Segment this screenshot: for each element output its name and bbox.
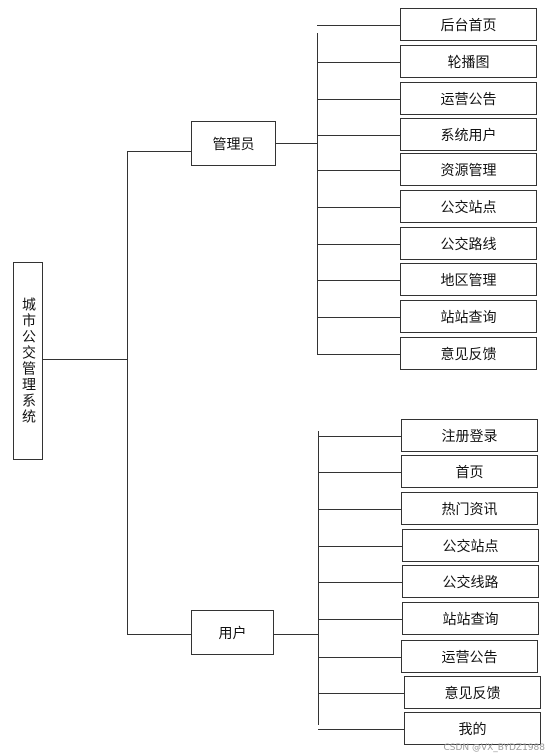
user-item-label: 运营公告	[441, 649, 498, 666]
admin-item-label: 运营公告	[440, 91, 497, 108]
user-branch-line	[127, 634, 191, 635]
admin-item: 公交站点	[400, 190, 537, 223]
admin-branch-line	[127, 151, 191, 152]
admin-child-connector	[317, 170, 400, 171]
admin-item-label: 系统用户	[440, 127, 497, 144]
admin-item: 系统用户	[400, 118, 537, 151]
admin-child-connector	[317, 280, 400, 281]
root-label: 城市公交管理系统	[20, 297, 36, 425]
user-item-label: 注册登录	[441, 428, 498, 445]
admin-item-label: 公交站点	[440, 199, 497, 216]
admin-item-label: 轮播图	[447, 54, 490, 71]
admin-child-connector	[317, 62, 400, 63]
admin-item: 资源管理	[400, 153, 537, 186]
watermark: CSDN @VX_BYDZ1988	[443, 743, 545, 753]
admin-children-vertical	[317, 33, 318, 354]
admin-item: 站站查询	[400, 300, 537, 333]
user-child-connector	[318, 619, 402, 620]
user-child-connector	[318, 472, 401, 473]
user-item-label: 公交线路	[442, 574, 499, 591]
admin-item-label: 站站查询	[440, 309, 497, 326]
admin-item: 后台首页	[400, 8, 537, 41]
user-child-connector	[318, 729, 404, 730]
user-child-connector	[318, 693, 404, 694]
trunk-vertical	[127, 151, 128, 635]
admin-item-label: 资源管理	[440, 162, 497, 179]
user-item: 意见反馈	[404, 676, 541, 709]
admin-item-label: 后台首页	[440, 17, 497, 34]
user-item-label: 公交站点	[442, 538, 499, 555]
user-item: 注册登录	[401, 419, 538, 452]
user-child-connector	[318, 546, 402, 547]
admin-item: 运营公告	[400, 82, 537, 115]
user-child-connector	[318, 582, 402, 583]
user-connector	[274, 634, 319, 635]
user-item-label: 热门资讯	[441, 501, 498, 518]
admin-item-label: 地区管理	[440, 272, 497, 289]
user-item-label: 首页	[455, 464, 484, 481]
user-item-label: 站站查询	[442, 611, 499, 628]
user-item: 站站查询	[402, 602, 539, 635]
admin-item: 地区管理	[400, 263, 537, 296]
admin-child-connector	[317, 244, 400, 245]
admin-child-connector	[317, 354, 400, 355]
admin-item: 公交路线	[400, 227, 537, 260]
admin-connector	[276, 143, 318, 144]
admin-item: 轮播图	[400, 45, 537, 78]
user-children-vertical	[318, 431, 319, 725]
user-child-connector	[318, 509, 401, 510]
user-item: 公交站点	[402, 529, 539, 562]
admin-child-connector	[317, 99, 400, 100]
user-item: 运营公告	[401, 640, 538, 673]
admin-child-connector	[317, 207, 400, 208]
admin-child-connector	[317, 317, 400, 318]
user-item-label: 意见反馈	[444, 685, 501, 702]
user-child-connector	[318, 657, 401, 658]
user-node: 用户	[191, 610, 274, 655]
user-item: 首页	[401, 455, 538, 488]
admin-item: 意见反馈	[400, 337, 537, 370]
user-item: 我的	[404, 712, 541, 745]
admin-child-connector	[317, 135, 400, 136]
user-item: 公交线路	[402, 565, 539, 598]
admin-child-connector	[317, 25, 400, 26]
user-label: 用户	[218, 625, 247, 642]
admin-item-label: 意见反馈	[440, 346, 497, 363]
root-connector	[43, 359, 128, 360]
user-item-label: 我的	[458, 721, 487, 738]
admin-item-label: 公交路线	[440, 236, 497, 253]
user-item: 热门资讯	[401, 492, 538, 525]
user-child-connector	[318, 436, 401, 437]
root-node: 城市公交管理系统	[13, 262, 43, 460]
admin-node: 管理员	[191, 121, 276, 166]
admin-label: 管理员	[212, 136, 255, 153]
